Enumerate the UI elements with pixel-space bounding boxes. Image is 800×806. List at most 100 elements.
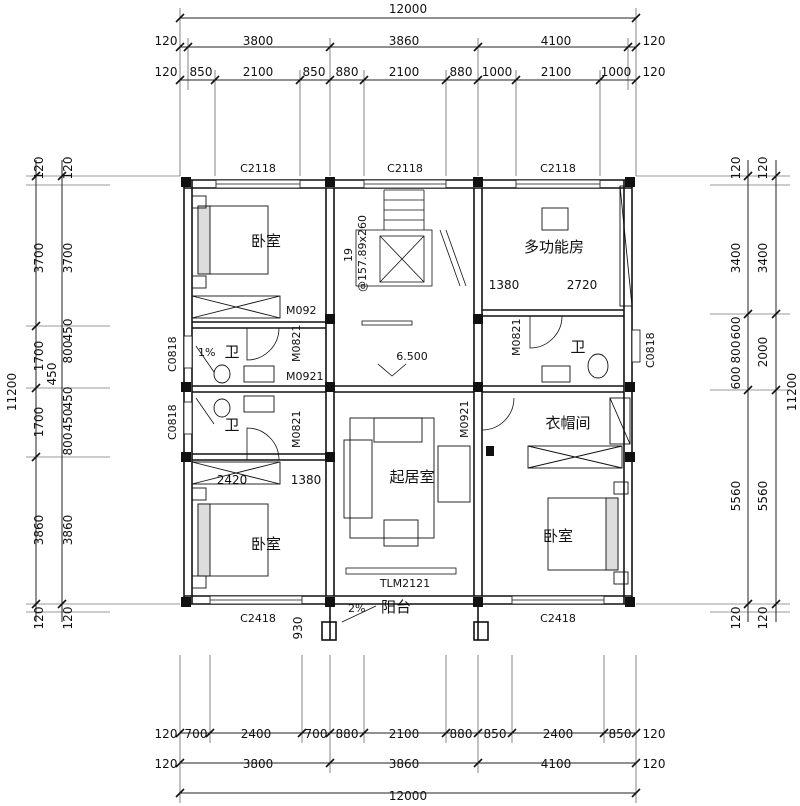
dim-label: 5560 — [756, 481, 770, 512]
dim-label: 450 — [61, 387, 75, 410]
slope-label-balcony: 2% — [348, 602, 365, 615]
dim-label: 4100 — [541, 34, 572, 48]
dim-right-inner: 120 3400 600 800 600 5560 120 — [729, 157, 743, 630]
dim-right-total: 11200 — [785, 373, 799, 411]
windows — [183, 179, 641, 605]
room-label-living: 起居室 — [389, 468, 434, 486]
window-label-top-mid: C2118 — [387, 162, 423, 175]
window-label-bottom-left: C2418 — [240, 612, 276, 625]
slope-arrows — [195, 345, 407, 623]
door-label-m092: M092 — [286, 304, 317, 317]
dim-label: 850 — [609, 727, 632, 741]
dim-label: 3800 — [243, 757, 274, 771]
window-label-c0818-c: C0818 — [644, 332, 657, 368]
dim-label: 450 — [45, 363, 59, 386]
dim-label: 3860 — [389, 34, 420, 48]
dim-label: 120 — [61, 607, 75, 630]
dim-label: 600 — [729, 367, 743, 390]
dim-label: 850 — [190, 65, 213, 79]
dim-label: 450 — [61, 319, 75, 342]
dim-label: 2100 — [541, 65, 572, 79]
extension-lines — [26, 8, 790, 803]
dim-label: 2100 — [389, 727, 420, 741]
room-label-bathroom-2: 卫 — [224, 416, 239, 434]
dim-bottom-row1: 120 700 2400 700 880 2100 880 850 2400 8… — [155, 727, 666, 741]
dim-1380-left: 1380 — [291, 473, 322, 487]
dim-label: 120 — [643, 65, 666, 79]
dim-label: 1000 — [482, 65, 513, 79]
dim-label: 2400 — [241, 727, 272, 741]
dim-label: 880 — [450, 65, 473, 79]
dim-label: 3400 — [729, 243, 743, 274]
dim-label: 120 — [756, 157, 770, 180]
room-label-bathroom-1: 卫 — [224, 343, 239, 361]
dim-label: 600 — [729, 317, 743, 340]
dim-label: 3700 — [32, 243, 46, 274]
door-label-m0821-c: M0821 — [510, 319, 523, 357]
dim-left-outer: 120 3700 1700 1700 3860 120 — [32, 157, 46, 630]
dim-label: 800 — [61, 433, 75, 456]
dim-label: 120 — [32, 607, 46, 630]
sliding-door-label: TLM2121 — [379, 577, 430, 590]
door-label-m0821-b: M0821 — [290, 411, 303, 449]
dim-label: 880 — [450, 727, 473, 741]
dim-1380-right: 1380 — [489, 278, 520, 292]
dimension-ticks — [31, 13, 781, 798]
furniture — [191, 185, 633, 589]
dim-label: 800 — [61, 341, 75, 364]
dim-left-inner: 120 3700 800 450 450 800 450 450 3860 12… — [45, 157, 75, 630]
dim-label: 120 — [756, 607, 770, 630]
stair-elevator — [355, 189, 467, 287]
slope-label-bath: 1% — [198, 346, 215, 359]
dim-label: 700 — [185, 727, 208, 741]
dim-label: 1700 — [32, 341, 46, 372]
dim-label: 880 — [336, 65, 359, 79]
dim-2720: 2720 — [567, 278, 598, 292]
door-swings — [246, 315, 563, 461]
window-label-c0818-b: C0818 — [166, 404, 179, 440]
dim-label: 3860 — [61, 515, 75, 546]
dim-bottom-total: 12000 — [389, 789, 427, 803]
dim-label: 120 — [155, 727, 178, 741]
window-label-bottom-right: C2418 — [540, 612, 576, 625]
dim-label: 120 — [729, 607, 743, 630]
room-label-bathroom-3: 卫 — [570, 338, 585, 356]
dim-label: 4100 — [541, 757, 572, 771]
room-label-balcony: 阳台 — [381, 598, 411, 616]
door-label-m0921-a: M0921 — [286, 370, 324, 383]
door-label-m0921-b: M0921 — [458, 401, 471, 439]
door-label-m0821-a: M0821 — [290, 325, 303, 363]
dim-label: 120 — [155, 65, 178, 79]
dim-label: 700 — [305, 727, 328, 741]
dim-label: 3860 — [389, 757, 420, 771]
dim-label: 450 — [61, 409, 75, 432]
dim-2420: 2420 — [217, 473, 248, 487]
dim-label: 3400 — [756, 243, 770, 274]
dim-top-row2: 120 850 2100 850 880 2100 880 1000 2100 … — [155, 65, 666, 79]
dim-top-row1: 120 3800 3860 4100 120 — [155, 34, 666, 48]
dimension-lines — [35, 17, 777, 794]
dim-label: 1000 — [601, 65, 632, 79]
dim-top-total: 12000 — [389, 2, 427, 16]
dim-label: 2100 — [243, 65, 274, 79]
dim-label: 2100 — [389, 65, 420, 79]
dim-label: 3700 — [61, 243, 75, 274]
window-label-top-right: C2118 — [540, 162, 576, 175]
dim-bottom-row2: 120 3800 3860 4100 120 — [155, 757, 666, 771]
dim-label: 120 — [32, 157, 46, 180]
dim-label: 5560 — [729, 481, 743, 512]
room-label-bedroom-bottom-left: 卧室 — [251, 535, 281, 553]
dim-left-total: 11200 — [5, 373, 19, 411]
dim-label: 880 — [336, 727, 359, 741]
dim-label: 120 — [643, 34, 666, 48]
dim-label: 120 — [155, 757, 178, 771]
dim-label: 3800 — [243, 34, 274, 48]
stair-note-riser: @157.89x260 — [356, 215, 369, 292]
dim-label: 1700 — [32, 407, 46, 438]
room-label-bedroom-top-left: 卧室 — [251, 232, 281, 250]
elevation-label: 6.500 — [396, 350, 428, 363]
room-label-multi-function: 多功能房 — [524, 238, 584, 256]
dim-label: 3860 — [32, 515, 46, 546]
window-label-top-left: C2118 — [240, 162, 276, 175]
